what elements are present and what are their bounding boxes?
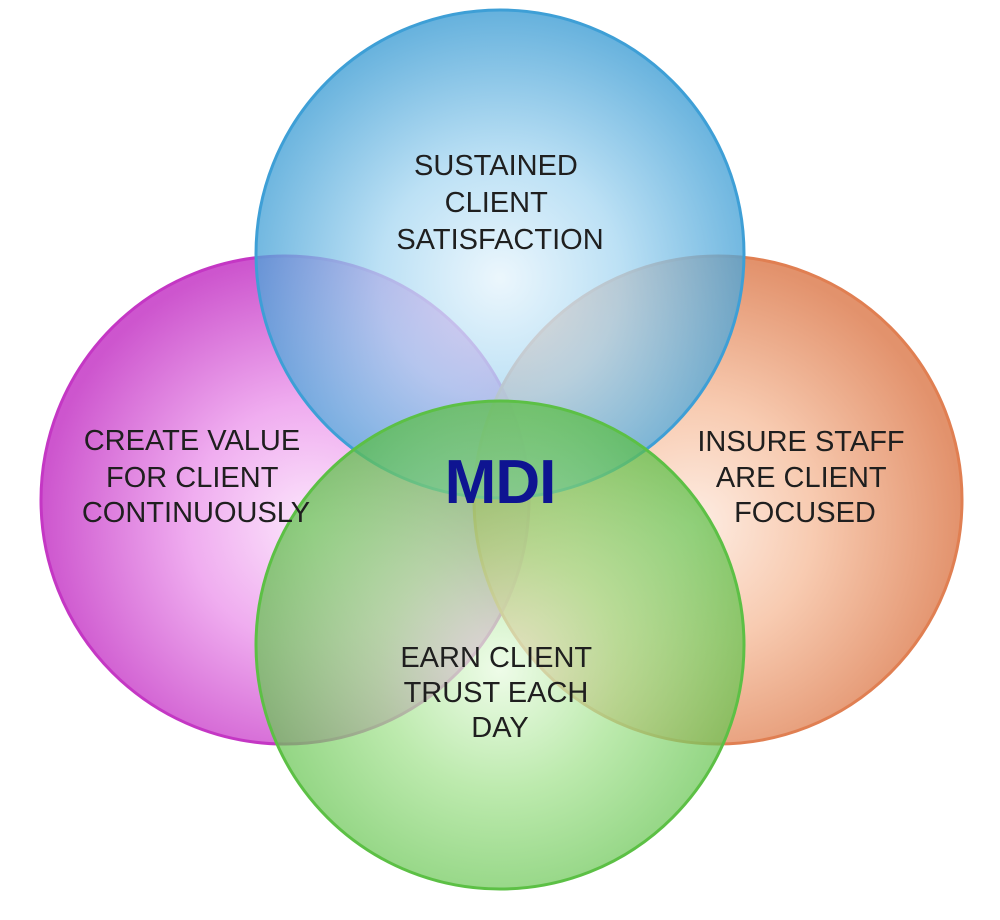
circle-bottom <box>254 399 746 891</box>
circle-top-label-line: SUSTAINED <box>414 150 578 182</box>
circle-left-label: CREATE VALUE FOR CLIENT CONTINUOUSLY <box>82 425 310 529</box>
circle-right-label-line: ARE CLIENT <box>716 462 887 494</box>
circle-top-label: SUSTAINED CLIENT SATISFACTION <box>396 150 603 256</box>
circle-bottom-label-line: EARN CLIENT <box>400 642 592 674</box>
circle-left-label-line: FOR CLIENT <box>106 462 279 494</box>
circle-right-label-line: FOCUSED <box>734 497 876 529</box>
center-label: MDI <box>445 448 556 517</box>
circle-bottom-label-line: DAY <box>471 712 528 744</box>
circle-top-label-line: SATISFACTION <box>396 224 603 256</box>
circle-right-label-line: INSURE STAFF <box>697 426 904 458</box>
circle-top-label-line: CLIENT <box>445 187 548 219</box>
circle-bottom-label: EARN CLIENT TRUST EACH DAY <box>400 642 599 744</box>
circle-left-label-line: CONTINUOUSLY <box>82 497 310 529</box>
circle-left-label-line: CREATE VALUE <box>84 425 300 457</box>
circle-bottom-label-line: TRUST EACH <box>404 677 589 709</box>
circle-bottom-shape <box>254 399 746 891</box>
circle-right-label: INSURE STAFF ARE CLIENT FOCUSED <box>697 426 912 529</box>
